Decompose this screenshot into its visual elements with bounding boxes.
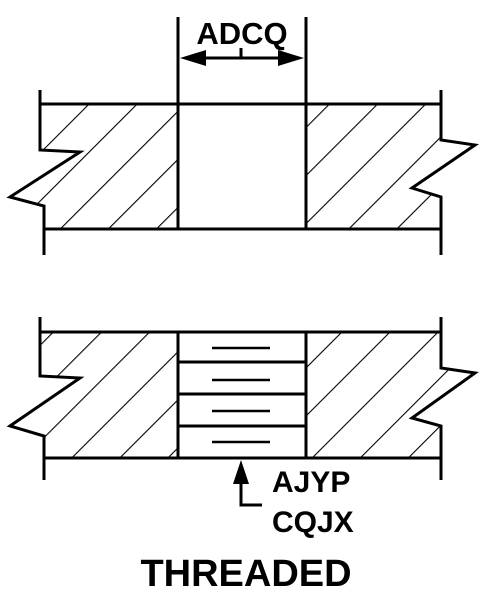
bottom-left-hatching (10, 332, 178, 458)
bottom-left-break-outline (6, 317, 85, 480)
dimension-arrow-left (180, 50, 206, 66)
callout-leader (239, 482, 262, 507)
top-right-break-outline (408, 90, 480, 255)
top-left-break-outline (6, 90, 85, 255)
caption-title: THREADED (140, 553, 351, 595)
callout-label-line2: CQJX (272, 506, 354, 539)
callout-label-line1: AJYP (272, 466, 350, 499)
dimension-label: ADCQ (196, 16, 287, 51)
bottom-right-break-outline (408, 317, 479, 480)
dimension-arrow-right (278, 50, 304, 66)
top-right-hatching (306, 104, 475, 229)
threaded-hole-section: AJYP CQJX (6, 317, 479, 539)
bottom-right-hatching (306, 332, 475, 458)
plain-hole-section: ADCQ (6, 16, 480, 255)
top-left-hatching (10, 104, 178, 229)
callout-arrow (233, 460, 249, 484)
